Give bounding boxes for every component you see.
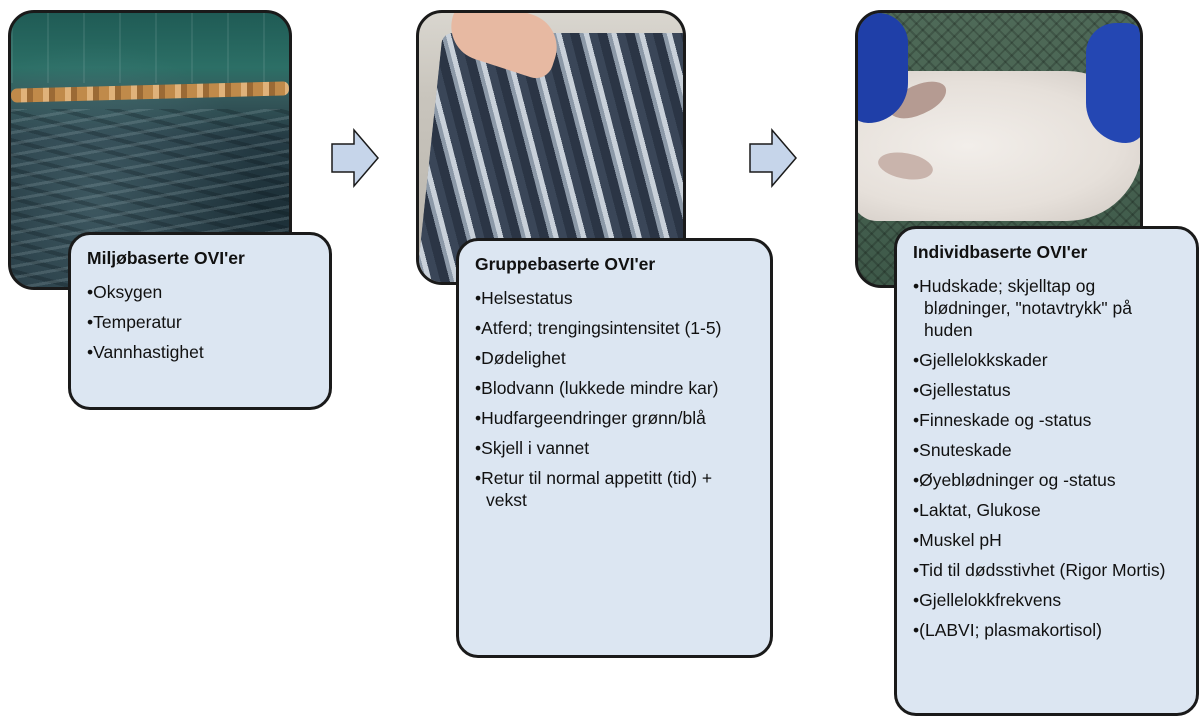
list-item: Øyeblødninger og -status: [913, 469, 1180, 491]
list-item: Gjellestatus: [913, 379, 1180, 401]
list-item: Finneskade og -status: [913, 409, 1180, 431]
indicator-list: Hudskade; skjelltap og blødninger, "nota…: [913, 275, 1180, 641]
list-item: Atferd; trengingsintensitet (1-5): [475, 317, 754, 339]
list-item: (LABVI; plasmakortisol): [913, 619, 1180, 641]
indicator-list: Oksygen Temperatur Vannhastighet: [87, 281, 313, 363]
list-item: Helsestatus: [475, 287, 754, 309]
card-title: Gruppebaserte OVI'er: [475, 254, 656, 274]
group-ovi-card: Gruppebaserte OVI'er Helsestatus Atferd;…: [456, 238, 773, 658]
list-item: Laktat, Glukose: [913, 499, 1180, 521]
list-item: Vannhastighet: [87, 341, 313, 363]
list-item: Temperatur: [87, 311, 313, 333]
list-item: Tid til dødsstivhet (Rigor Mortis): [913, 559, 1180, 581]
card-title: Individbaserte OVI'er: [913, 242, 1088, 262]
environment-ovi-card: Miljøbaserte OVI'er Oksygen Temperatur V…: [68, 232, 332, 410]
right-arrow-icon: [749, 128, 797, 188]
card-title: Miljøbaserte OVI'er: [87, 248, 245, 268]
float-rope: [11, 81, 289, 103]
indicator-list: Helsestatus Atferd; trengingsintensitet …: [475, 287, 754, 511]
blue-glove-right: [1086, 23, 1140, 143]
list-item: Gjellelokkskader: [913, 349, 1180, 371]
list-item: Hudskade; skjelltap og blødninger, "nota…: [913, 275, 1180, 341]
list-item: Oksygen: [87, 281, 313, 303]
list-item: Muskel pH: [913, 529, 1180, 551]
list-item: Retur til normal appetitt (tid) + vekst: [475, 467, 754, 511]
list-item: Gjellelokkfrekvens: [913, 589, 1180, 611]
list-item: Skjell i vannet: [475, 437, 754, 459]
pen-railing: [11, 13, 289, 83]
right-arrow-icon: [331, 128, 379, 188]
list-item: Snuteskade: [913, 439, 1180, 461]
list-item: Hudfargeendringer grønn/blå: [475, 407, 754, 429]
list-item: Blodvann (lukkede mindre kar): [475, 377, 754, 399]
blue-glove-left: [858, 13, 908, 123]
individual-ovi-card: Individbaserte OVI'er Hudskade; skjellta…: [894, 226, 1199, 716]
list-item: Dødelighet: [475, 347, 754, 369]
